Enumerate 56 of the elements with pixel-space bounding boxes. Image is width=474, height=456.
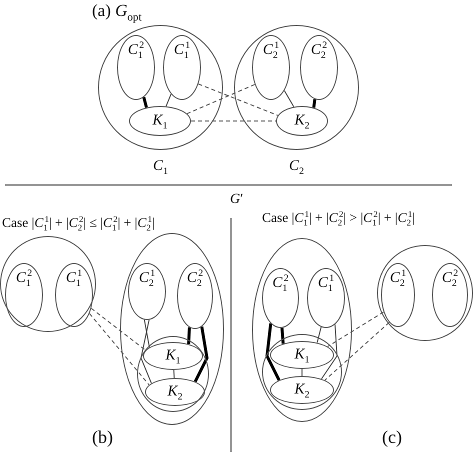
dashed-line — [186, 84, 256, 114]
thick-line — [187, 327, 191, 344]
set-ellipse — [117, 35, 155, 100]
case-condition: Case |C$_{1}$$^{1}$| + |C$_{2}$$^{2}$| ≤ |C$_{1}$$^{2}$| + |C$_{2}$$^{1}$| — [2, 216, 155, 231]
set-ellipse — [129, 106, 191, 136]
set-ellipse — [163, 35, 201, 100]
panel-label: (b) — [92, 428, 113, 448]
set-ellipse — [145, 378, 205, 406]
set-label: K$_{2}$ — [294, 114, 310, 128]
set-ellipse — [300, 35, 338, 100]
set-circle — [377, 245, 473, 341]
set-label: C$_{2}$ — [289, 159, 304, 174]
panel-label: (a) G$_{opt}$ — [92, 2, 142, 21]
set-ellipse — [270, 376, 334, 404]
case-condition: Case |C$_{1}$$^{1}$| + |C$_{2}$$^{2}$| > |C$_{1}$$^{2}$| + |C$_{2}$$^{1}$| — [262, 211, 415, 226]
set-label: K$_{2}$ — [294, 382, 310, 398]
set-ellipse — [128, 263, 166, 320]
connector-line — [284, 90, 294, 108]
thick-line — [142, 96, 148, 108]
set-ellipse — [5, 263, 43, 327]
connector-line — [173, 370, 175, 378]
set-ellipse — [143, 342, 203, 370]
set-circle — [0, 236, 96, 332]
connector-line — [321, 324, 338, 380]
set-label: K$_{1}$ — [294, 348, 310, 362]
set-ellipse — [55, 263, 93, 327]
dashed-line — [90, 308, 146, 351]
dashed-line — [198, 83, 278, 116]
set-ellipse — [120, 233, 224, 425]
dashed-line — [190, 120, 276, 122]
panel-label: (c) — [382, 428, 402, 448]
graph-label: G′ — [230, 192, 244, 208]
connector-line — [140, 319, 152, 384]
set-ellipse — [276, 106, 328, 136]
set-label: K$_{1}$ — [152, 114, 168, 128]
set-ellipse — [307, 268, 345, 328]
set-ellipse — [270, 341, 334, 369]
thick-line — [312, 99, 316, 108]
set-label: K$_{1}$ — [166, 348, 180, 364]
dashed-line — [327, 312, 384, 348]
set-label: C$_{1}$ — [153, 159, 168, 174]
set-label: K$_{2}$ — [168, 384, 182, 400]
thick-line — [194, 326, 209, 382]
set-ellipse — [262, 334, 342, 410]
dashed-line — [88, 313, 150, 386]
set-ellipse — [381, 263, 415, 327]
set-ellipse — [252, 238, 352, 422]
set-ellipse — [252, 35, 290, 100]
dashed-line — [324, 322, 390, 381]
set-ellipse — [137, 336, 209, 412]
connector-line — [316, 326, 322, 344]
set-ellipse — [177, 263, 213, 329]
set-ellipse — [432, 263, 468, 327]
connector-line — [144, 319, 150, 348]
set-ellipse — [262, 268, 299, 328]
connector-line — [166, 94, 172, 107]
